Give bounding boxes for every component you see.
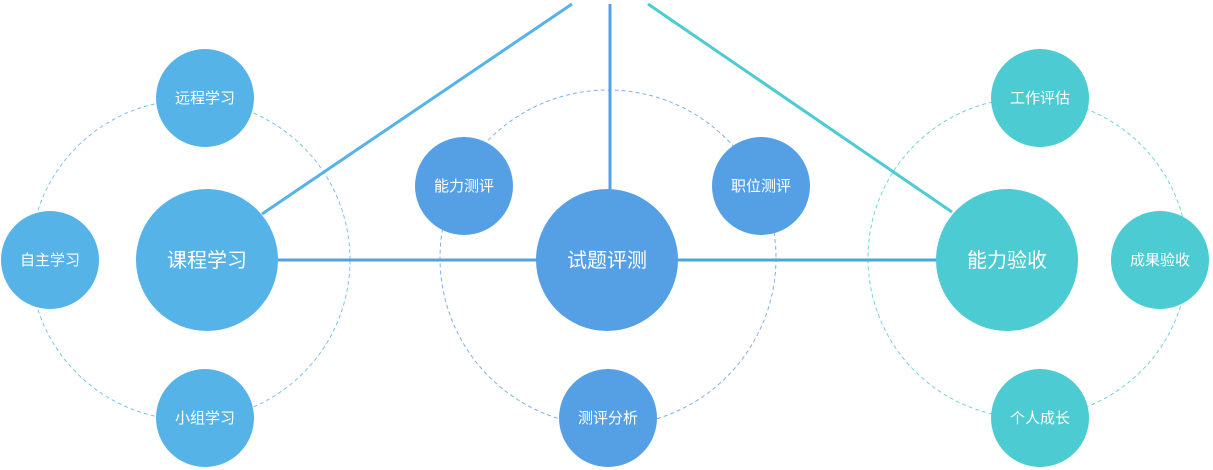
hub-course-circle bbox=[136, 189, 278, 331]
hub-acceptance[interactable]: 能力验收 bbox=[936, 189, 1078, 331]
satellite-position-test[interactable]: 职位测评 bbox=[712, 137, 810, 235]
satellite-work-evaluation[interactable]: 工作评估 bbox=[991, 49, 1089, 147]
hub-course[interactable]: 课程学习 bbox=[136, 189, 278, 331]
satellite-group-learning-label: 小组学习 bbox=[175, 409, 235, 427]
satellite-test-analysis[interactable]: 测评分析 bbox=[559, 369, 657, 467]
test-orbit-ring bbox=[439, 89, 777, 427]
satellite-group-learning-circle bbox=[156, 369, 254, 467]
satellite-personal-growth-label: 个人成长 bbox=[1010, 409, 1070, 427]
satellite-ability-test-label: 能力测评 bbox=[434, 177, 494, 195]
hub-acceptance-circle bbox=[936, 189, 1078, 331]
satellite-position-test-circle bbox=[712, 137, 810, 235]
satellite-position-test-label: 职位测评 bbox=[731, 177, 791, 195]
satellite-ability-test-circle bbox=[415, 137, 513, 235]
top-line-course bbox=[261, 2, 573, 216]
hub-acceptance-label: 能力验收 bbox=[967, 248, 1047, 272]
hub-test-circle bbox=[536, 189, 678, 331]
top-line-acceptance bbox=[647, 2, 953, 214]
satellite-test-analysis-label: 测评分析 bbox=[578, 409, 638, 427]
satellite-personal-growth[interactable]: 个人成长 bbox=[991, 369, 1089, 467]
satellite-result-acceptance-circle bbox=[1111, 211, 1209, 309]
satellite-remote-learning[interactable]: 远程学习 bbox=[156, 49, 254, 147]
satellite-work-evaluation-circle bbox=[991, 49, 1089, 147]
satellite-work-evaluation-label: 工作评估 bbox=[1010, 89, 1070, 107]
connector-lines bbox=[261, 2, 953, 262]
satellite-ability-test[interactable]: 能力测评 bbox=[415, 137, 513, 235]
satellite-self-learning-label: 自主学习 bbox=[20, 251, 80, 269]
satellite-remote-learning-label: 远程学习 bbox=[175, 89, 235, 107]
satellite-personal-growth-circle bbox=[991, 369, 1089, 467]
satellite-result-acceptance[interactable]: 成果验收 bbox=[1111, 211, 1209, 309]
hub-test[interactable]: 试题评测 bbox=[536, 189, 678, 331]
satellite-self-learning[interactable]: 自主学习 bbox=[1, 211, 99, 309]
satellite-result-acceptance-label: 成果验收 bbox=[1130, 251, 1190, 269]
satellite-self-learning-circle bbox=[1, 211, 99, 309]
satellite-remote-learning-circle bbox=[156, 49, 254, 147]
satellite-test-analysis-circle bbox=[559, 369, 657, 467]
hub-test-label: 试题评测 bbox=[567, 248, 647, 272]
satellite-group-learning[interactable]: 小组学习 bbox=[156, 369, 254, 467]
hub-course-label: 课程学习 bbox=[167, 248, 247, 272]
